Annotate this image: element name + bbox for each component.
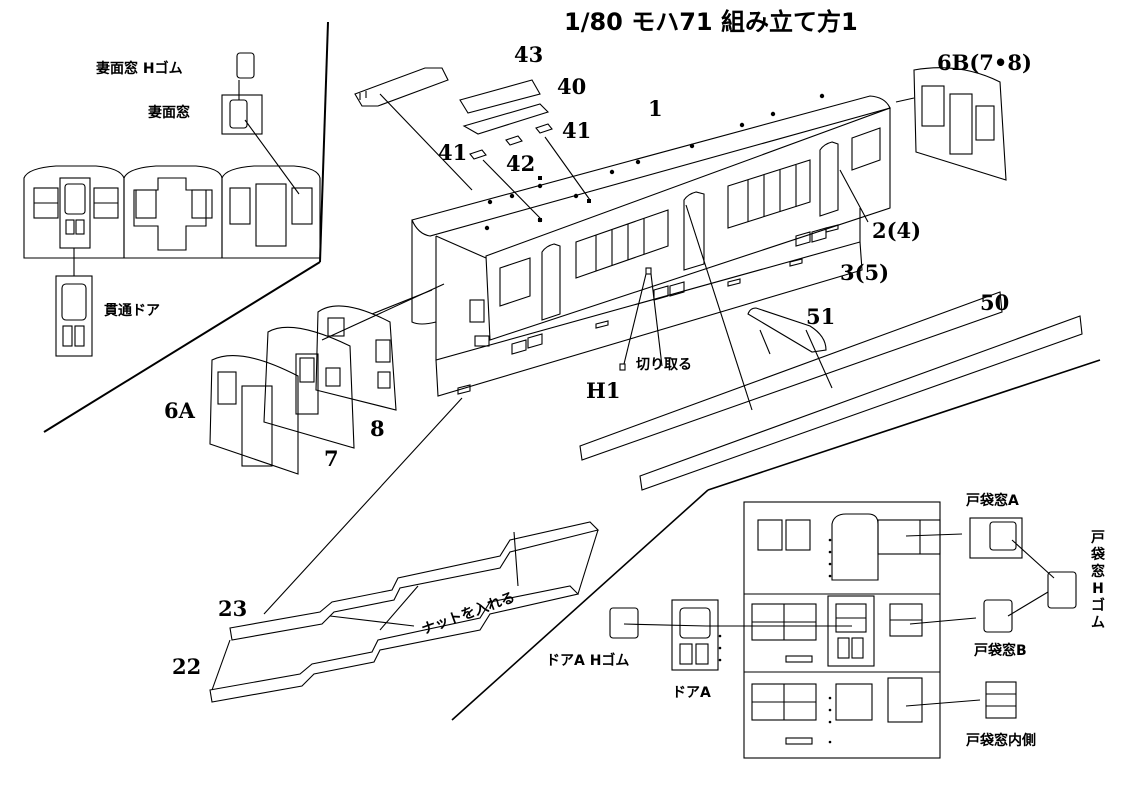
inset-divider-line (43, 261, 321, 433)
note-door-pocket-window-a: 戸袋窓A (966, 493, 1019, 509)
note-end-window-rubber: 妻面窓 Hゴム (96, 61, 183, 77)
note-gangway-door: 貫通ドア (104, 303, 160, 319)
part-label-7: 7 (324, 446, 339, 471)
rivet-dots (718, 538, 832, 744)
sills-50-51 (579, 291, 1083, 491)
note-door-pocket-rubber: 戸袋窓 Hゴム (1091, 530, 1105, 631)
part-label-2: 2(4) (872, 218, 922, 243)
part-label-50: 50 (980, 290, 1010, 315)
roof-small-parts (354, 67, 591, 219)
part-label-8: 8 (370, 416, 385, 441)
roof-dots (484, 93, 825, 231)
part-label-41-left: 41 (438, 140, 468, 165)
end-face-inset (23, 52, 321, 357)
note-door-a-rubber: ドアA Hゴム (546, 653, 630, 669)
part-label-1: 1 (648, 96, 663, 121)
underframe-22-23 (209, 397, 600, 703)
car-body (411, 95, 891, 411)
part-label-40: 40 (557, 74, 587, 99)
end-panels-6a-7-8 (209, 283, 445, 475)
part-label-23: 23 (218, 596, 248, 621)
part-label-42: 42 (506, 151, 536, 176)
part-label-41-right: 41 (562, 118, 592, 143)
inset-divider-line (319, 21, 329, 263)
note-door-pocket-window-inner: 戸袋窓内側 (966, 733, 1036, 749)
door-window-inset (609, 501, 1077, 759)
end-panel-6b (895, 67, 1007, 181)
note-door-a: ドアA (672, 685, 711, 701)
diagram-title: 1/80 モハ71 組み立て方1 (564, 8, 858, 36)
inset-divider-line (707, 359, 1101, 491)
part-label-h1: H1 (586, 378, 621, 403)
note-end-window: 妻面窓 (148, 105, 190, 121)
note-door-pocket-window-b: 戸袋窓B (974, 643, 1027, 659)
part-label-22: 22 (172, 654, 202, 679)
note-cut-off: 切り取る (636, 357, 692, 373)
inset-divider-line (451, 489, 709, 721)
part-label-43: 43 (514, 42, 544, 67)
part-label-51: 51 (806, 304, 836, 329)
part-label-6a: 6A (164, 398, 195, 423)
part-label-6b: 6B(7•8) (937, 50, 1032, 75)
part-label-3: 3(5) (840, 260, 890, 285)
